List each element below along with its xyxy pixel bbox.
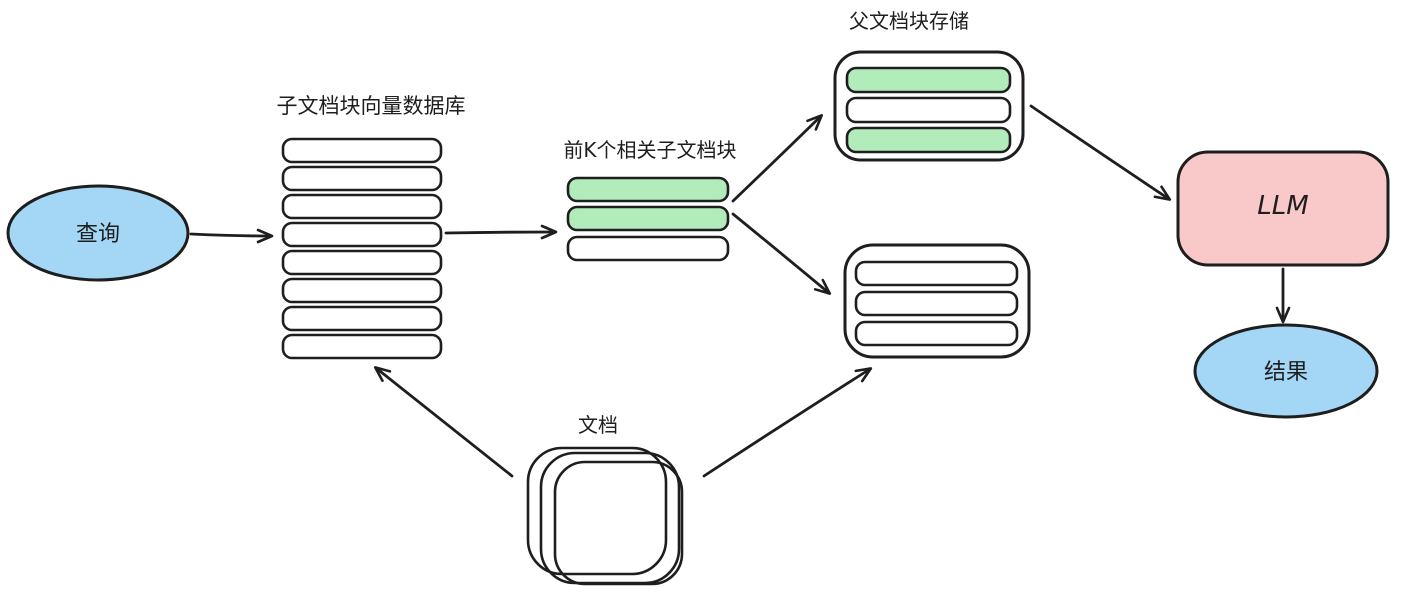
edges bbox=[189, 104, 1291, 478]
llm-box bbox=[1176, 150, 1390, 267]
top-k-chunks-label: 前K个相关子文档块 bbox=[563, 138, 736, 162]
node-top-k-chunks: 前K个相关子文档块 bbox=[563, 138, 737, 262]
document-sheet-front bbox=[553, 460, 684, 586]
node-query: 查询 bbox=[6, 184, 190, 282]
child-vector-db-label: 子文档块向量数据库 bbox=[277, 94, 466, 118]
vector-db-chunk bbox=[281, 249, 443, 276]
parent-chunk-green bbox=[845, 66, 1012, 94]
document-sheet-back bbox=[526, 446, 668, 576]
vector-db-chunk bbox=[281, 137, 443, 164]
retrieved-chunk bbox=[854, 260, 1019, 287]
edge-document-to-vectordb bbox=[373, 366, 514, 478]
vector-db-chunk bbox=[281, 305, 443, 332]
vector-db-chunk bbox=[281, 333, 443, 360]
top-k-chunk-green bbox=[566, 205, 730, 232]
document-label: 文档 bbox=[578, 413, 618, 437]
vector-db-chunk bbox=[281, 221, 443, 248]
node-retrieved-parent-chunks bbox=[843, 243, 1031, 359]
node-child-vector-db: 子文档块向量数据库 bbox=[277, 94, 466, 360]
edge-topk-to-retrieved bbox=[731, 212, 832, 295]
edge-query-to-vectordb bbox=[189, 228, 274, 244]
top-k-chunk-white bbox=[566, 235, 730, 262]
vector-db-chunk bbox=[281, 193, 443, 220]
query-label: 查询 bbox=[76, 222, 120, 247]
parent-chunk-white bbox=[845, 96, 1012, 124]
node-parent-chunk-store: 父文档块存储 bbox=[833, 9, 1025, 162]
node-document: 文档 bbox=[526, 413, 684, 586]
edge-topk-to-parentstore bbox=[731, 114, 824, 203]
retrieved-chunk bbox=[854, 320, 1019, 347]
node-llm: LLM bbox=[1176, 150, 1390, 267]
top-k-chunk-green bbox=[566, 176, 730, 203]
vector-db-chunk bbox=[281, 165, 443, 192]
parent-chunk-store-label: 父文档块存储 bbox=[849, 9, 969, 33]
result-label: 结果 bbox=[1264, 360, 1308, 385]
edge-vectordb-to-topk bbox=[444, 224, 558, 240]
node-result: 结果 bbox=[1193, 323, 1379, 419]
edge-document-to-retrieved bbox=[702, 367, 873, 478]
edge-parentstore-to-llm bbox=[1029, 104, 1172, 201]
query-ellipse bbox=[6, 184, 190, 282]
parent-chunk-green bbox=[845, 126, 1012, 154]
llm-label: LLM bbox=[1257, 191, 1308, 221]
retrieved-chunk bbox=[854, 290, 1019, 317]
vector-db-chunk bbox=[281, 277, 443, 304]
result-ellipse bbox=[1193, 323, 1379, 419]
